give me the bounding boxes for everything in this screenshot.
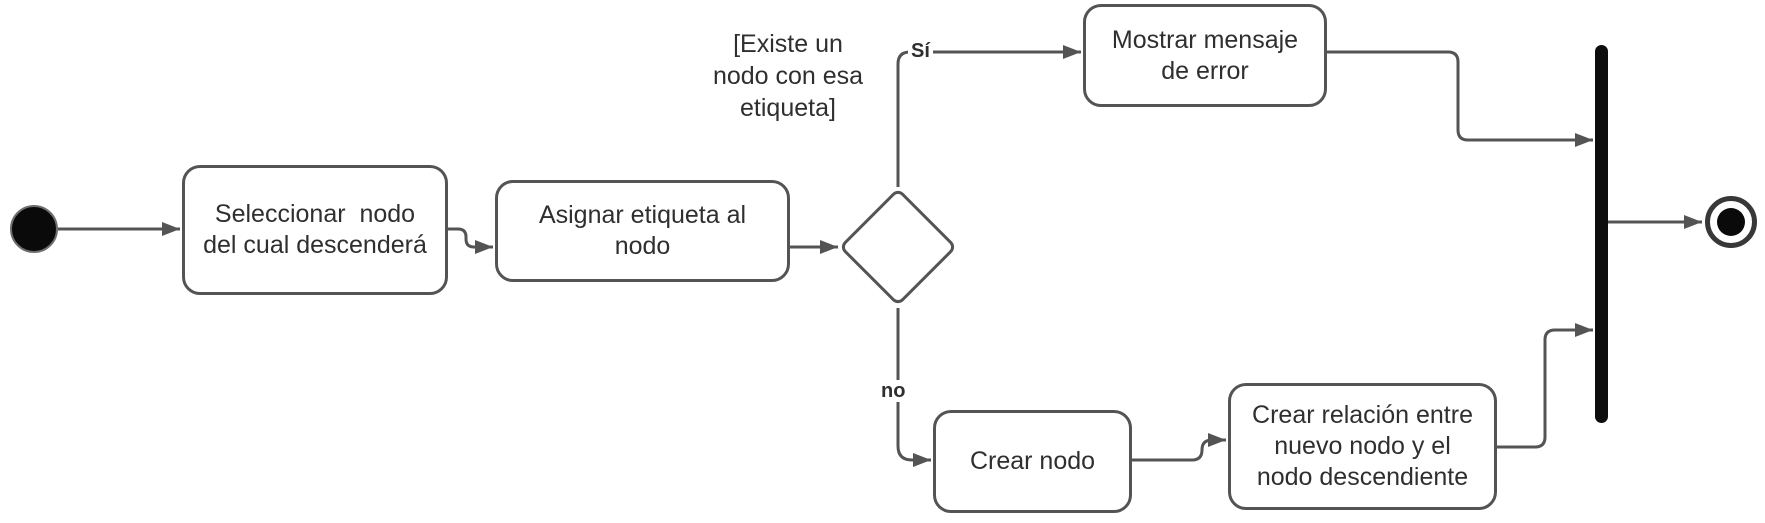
branch-label-yes: Sí (908, 40, 933, 62)
activity-create-relation: Crear relación entre nuevo nodo y el nod… (1228, 383, 1497, 510)
activity-show-error-label: Mostrar mensaje de error (1111, 25, 1299, 85)
join-bar (1595, 45, 1608, 423)
activity-select-node: Seleccionar nodo del cual descenderá (182, 165, 448, 295)
edge-decision-yes-to-error (896, 45, 1081, 187)
activity-create-relation-label: Crear relación entre nuevo nodo y el nod… (1252, 401, 1473, 491)
edge-decision-no-to-create (896, 308, 931, 467)
edge-select-to-assign (448, 227, 493, 254)
initial-node (10, 205, 58, 253)
activity-create-node-label: Crear nodo (969, 447, 1096, 475)
edge-error-to-join (1327, 50, 1593, 147)
branch-label-no: no (878, 380, 909, 402)
final-node-inner-dot (1717, 208, 1745, 236)
activity-show-error: Mostrar mensaje de error (1083, 4, 1327, 107)
edge-relation-to-join (1497, 323, 1593, 449)
activity-select-node-label: Seleccionar nodo del cual descenderá (203, 200, 427, 259)
activity-assign-label: Asignar etiqueta al nodo (495, 180, 790, 282)
final-node (1705, 196, 1757, 248)
decision-guard-label: [Existe un nodo con esa etiqueta] (712, 30, 864, 122)
activity-create-node: Crear nodo (933, 410, 1132, 513)
activity-assign-label-label: Asignar etiqueta al nodo (538, 201, 747, 260)
edge-create-to-relation (1132, 433, 1226, 462)
